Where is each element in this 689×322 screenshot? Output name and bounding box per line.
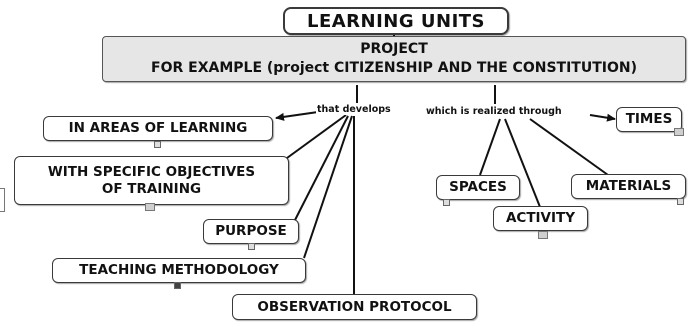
resource-icon[interactable] bbox=[174, 282, 181, 289]
node-teaching-methodology[interactable]: TEACHING METHODOLOGY bbox=[52, 258, 306, 283]
resource-icon[interactable] bbox=[145, 203, 155, 211]
node-purpose[interactable]: PURPOSE bbox=[203, 219, 299, 244]
node-times[interactable]: TIMES bbox=[616, 107, 682, 132]
connector-realized-activity bbox=[504, 118, 541, 208]
node-times-label: TIMES bbox=[625, 111, 673, 127]
link-label-develops: that develops bbox=[316, 104, 392, 115]
link-label-realized: which is realized through bbox=[425, 106, 563, 117]
connector-develops-purpose bbox=[293, 115, 349, 223]
connector-realized-materials bbox=[529, 118, 609, 176]
node-activity[interactable]: ACTIVITY bbox=[493, 206, 588, 231]
connector-realized-times bbox=[589, 113, 616, 122]
resource-icon[interactable] bbox=[674, 128, 684, 136]
node-spaces[interactable]: SPACES bbox=[436, 175, 520, 200]
project-line2: FOR EXAMPLE (project CITIZENSHIP AND THE… bbox=[151, 60, 637, 76]
connector-realized-spaces bbox=[479, 118, 501, 176]
node-protocol-label: OBSERVATION PROTOCOL bbox=[257, 298, 452, 315]
node-purpose-label: PURPOSE bbox=[215, 223, 287, 239]
left-edge-fragment bbox=[0, 188, 5, 212]
node-materials[interactable]: MATERIALS bbox=[571, 174, 686, 199]
node-activity-label: ACTIVITY bbox=[505, 210, 576, 226]
project-line1: PROJECT bbox=[360, 41, 428, 57]
node-observation-protocol[interactable]: OBSERVATION PROTOCOL bbox=[232, 294, 477, 320]
connector-develops-methodology bbox=[303, 115, 353, 259]
project-node[interactable]: PROJECT FOR EXAMPLE (project CITIZENSHIP… bbox=[102, 36, 686, 82]
node-objectives-line2: OF TRAINING bbox=[101, 180, 202, 197]
node-objectives-line1: WITH SPECIFIC OBJECTIVES bbox=[47, 163, 256, 180]
node-spaces-label: SPACES bbox=[449, 179, 507, 195]
node-materials-label: MATERIALS bbox=[585, 178, 672, 194]
resource-icon[interactable] bbox=[677, 198, 684, 205]
node-methodology-label: TEACHING METHODOLOGY bbox=[79, 262, 279, 278]
node-specific-objectives[interactable]: WITH SPECIFIC OBJECTIVES OF TRAINING bbox=[14, 156, 289, 205]
root-label: LEARNING UNITS bbox=[306, 10, 486, 32]
connector-develops-objectives bbox=[286, 114, 347, 159]
resource-icon[interactable] bbox=[443, 199, 450, 206]
node-areas-of-learning-label: IN AREAS OF LEARNING bbox=[68, 120, 248, 136]
resource-icon[interactable] bbox=[248, 243, 255, 250]
connector-develops-areas bbox=[275, 111, 319, 121]
node-areas-of-learning[interactable]: IN AREAS OF LEARNING bbox=[43, 116, 273, 141]
resource-icon[interactable] bbox=[154, 141, 161, 148]
resource-icon[interactable] bbox=[538, 231, 548, 239]
root-node[interactable]: LEARNING UNITS bbox=[283, 7, 509, 35]
